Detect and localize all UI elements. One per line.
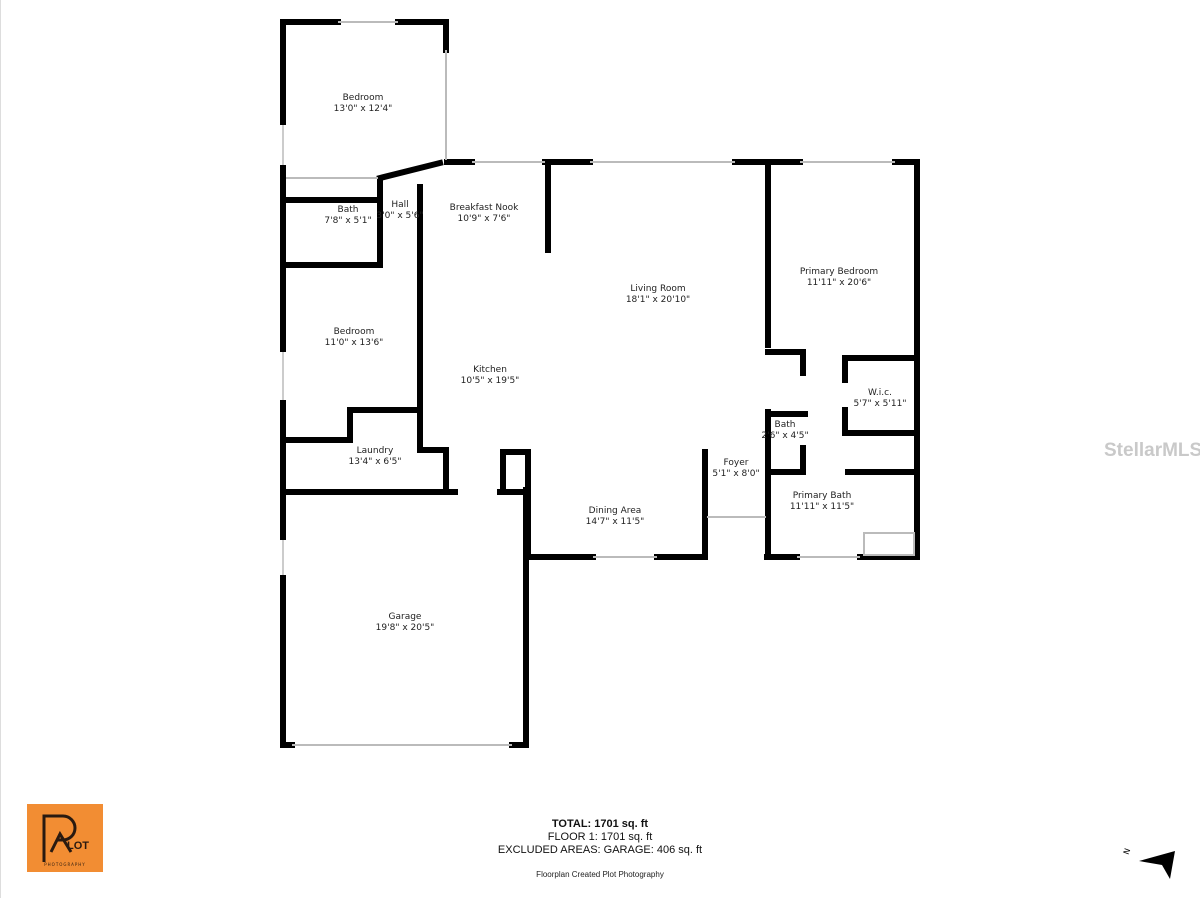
room-name: Kitchen (473, 365, 507, 375)
room-size: 3'0" x 5'6" (376, 211, 424, 221)
room-name: Hall (391, 200, 409, 210)
room-size: 19'8" x 20'5" (375, 623, 435, 633)
credit-text: Floorplan Created Plot Photography (536, 870, 664, 879)
room-name: Living Room (630, 284, 686, 294)
logo-text: LOT (67, 840, 89, 852)
room-size: 11'0" x 13'6" (324, 338, 384, 348)
room-size: 13'4" x 6'5" (348, 457, 402, 467)
room-name: W.i.c. (868, 388, 892, 398)
room-name: Laundry (356, 446, 394, 456)
logo-mark-icon (42, 814, 77, 862)
room-size: 14'7" x 11'5" (585, 517, 645, 527)
room-name: Garage (388, 612, 422, 622)
room-name: Bath (774, 420, 796, 430)
room-size: 10'5" x 19'5" (460, 376, 520, 386)
arrow-icon (1139, 851, 1175, 879)
room-label-wic: W.i.c.5'7" x 5'11" (854, 388, 907, 410)
area-summary: TOTAL: 1701 sq. ft FLOOR 1: 1701 sq. ft … (498, 818, 702, 857)
room-name: Bedroom (342, 93, 384, 103)
room-name: Bedroom (333, 327, 375, 337)
room-name: Dining Area (588, 506, 642, 516)
logo-subtext: PHOTOGRAPHY (44, 862, 86, 867)
room-size: 11'11" x 20'6" (806, 278, 872, 288)
room-size: 10'9" x 7'6" (457, 214, 511, 224)
room-name: Breakfast Nook (449, 203, 519, 213)
room-size: 7'8" x 5'1" (324, 216, 372, 226)
room-size: 13'0" x 12'4" (333, 104, 393, 114)
total-area: TOTAL: 1701 sq. ft (551, 818, 649, 830)
room-size: 18'1" x 20'10" (625, 295, 691, 305)
excluded-area: EXCLUDED AREAS: GARAGE: 406 sq. ft (497, 844, 703, 856)
room-name: Bath (337, 205, 359, 215)
floor1-area: FLOOR 1: 1701 sq. ft (547, 831, 653, 843)
room-size: 11'11" x 11'5" (789, 502, 855, 512)
room-name: Primary Bath (792, 491, 852, 501)
room-name: Foyer (723, 458, 749, 468)
north-arrow-icon: N (1120, 845, 1180, 889)
room-size: 5'7" x 5'11" (853, 399, 907, 409)
room-size: 2'6" x 4'5" (761, 431, 809, 441)
watermark: StellarMLS (1104, 440, 1200, 461)
plot-photography-logo: LOT PHOTOGRAPHY (27, 804, 103, 872)
room-name: Primary Bedroom (799, 267, 879, 277)
room-size: 5'1" x 8'0" (712, 469, 760, 479)
